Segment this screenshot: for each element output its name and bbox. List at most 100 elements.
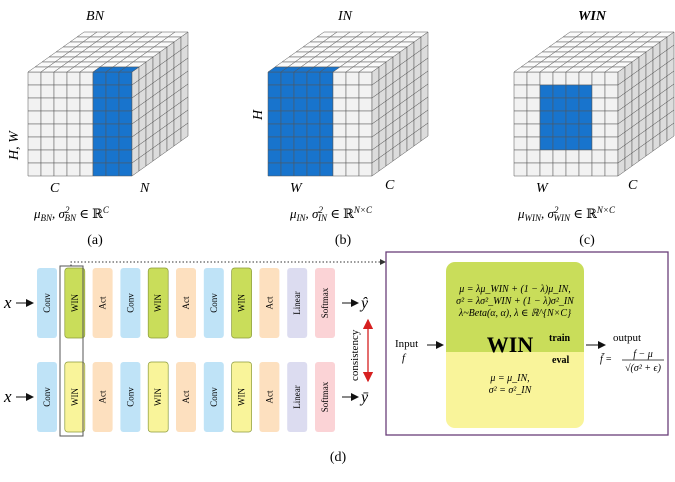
block-win <box>147 267 169 339</box>
cube-cell-front <box>358 123 373 138</box>
cube-cell-front <box>66 84 81 99</box>
cube-cell-front <box>118 97 133 112</box>
block-label: WIN <box>153 294 163 312</box>
panel-d-caption: (d) <box>330 450 347 465</box>
cube-cell-side <box>180 122 189 142</box>
cube-cell-front <box>118 149 133 164</box>
panel-a-caption: (a) <box>87 233 103 248</box>
cube-cell-front <box>40 149 55 164</box>
cube-cell-front <box>105 123 120 138</box>
panel-c-c-label: C <box>628 178 638 193</box>
cube-cell-front <box>539 149 554 164</box>
cube-cell-front <box>92 110 107 125</box>
cube-cell-front <box>345 149 360 164</box>
cube-cell-front <box>345 97 360 112</box>
block-act <box>92 268 113 338</box>
cube-cell-front <box>552 149 567 164</box>
cube-cell-front <box>267 136 282 151</box>
cube-cell-front <box>53 136 68 151</box>
cube-cell-top <box>118 66 140 73</box>
cube-cell-front <box>92 71 107 86</box>
block-conv <box>37 362 57 432</box>
cube-cell-front <box>591 123 606 138</box>
cube-cell-front <box>332 71 347 86</box>
cube-cell-front <box>27 123 42 138</box>
cube-cell-front <box>604 162 619 177</box>
panel-b-left-label: H <box>251 109 266 121</box>
cube-cell-front <box>358 149 373 164</box>
cube-cell-front <box>79 149 94 164</box>
block-conv <box>120 268 141 338</box>
cube-cell-front <box>267 97 282 112</box>
block-label: Act <box>181 390 191 403</box>
cube-cell-front <box>565 110 580 125</box>
block-label: WIN <box>70 388 80 406</box>
cube-cell-front <box>526 123 541 138</box>
block-label: Conv <box>209 387 219 407</box>
cube-cell-front <box>578 162 593 177</box>
cube-cell-front <box>280 84 295 99</box>
block-act <box>259 268 280 338</box>
cube-cell-front <box>27 136 42 151</box>
cube-cell-front <box>293 110 308 125</box>
block-label: WIN <box>237 294 247 312</box>
cube-cell-front <box>513 149 528 164</box>
cube-cell-front <box>539 136 554 151</box>
panel-a-left-label: H, W <box>7 130 22 161</box>
cube-win <box>513 31 675 177</box>
cube-cell-front <box>526 84 541 99</box>
block-label: WIN <box>70 294 80 312</box>
cube-cell-front <box>345 136 360 151</box>
block-win <box>64 361 86 433</box>
panel-c-w-label: W <box>536 181 549 196</box>
cube-cell-front <box>40 71 55 86</box>
block-label: Softmax <box>320 381 330 412</box>
cube-cell-front <box>92 149 107 164</box>
win-train-line3: λ~Beta(α, α), λ ∈ ℝ^{N×C} <box>458 308 571 319</box>
cube-cell-front <box>539 162 554 177</box>
win-eval-line1: μ = μ_IN, <box>489 373 529 384</box>
win-train-area <box>446 262 584 355</box>
cube-cell-front <box>604 97 619 112</box>
cube-cell-front <box>513 110 528 125</box>
cube-cell-front <box>552 84 567 99</box>
cube-cell-front <box>526 71 541 86</box>
panel-a-n-label: N <box>139 181 150 196</box>
cube-cell-front <box>40 84 55 99</box>
cube-cell-front <box>591 110 606 125</box>
cube-cell-front <box>293 71 308 86</box>
cube-cell-front <box>79 110 94 125</box>
cube-cell-front <box>578 97 593 112</box>
cube-cell-front <box>280 110 295 125</box>
block-win <box>231 361 252 433</box>
cube-cell-front <box>92 136 107 151</box>
bottom-output-y: ȳ <box>359 389 369 406</box>
cube-cell-front <box>319 71 334 86</box>
cube-cell-front <box>105 84 120 99</box>
cube-cell-front <box>332 136 347 151</box>
block-label: WIN <box>237 388 247 406</box>
cube-bn <box>27 31 189 177</box>
cube-cell-front <box>27 97 42 112</box>
block-win <box>231 267 252 339</box>
cube-cell-front <box>105 162 120 177</box>
block-conv <box>37 268 57 338</box>
cube-cell-front <box>578 110 593 125</box>
win-output-label: output <box>613 332 641 344</box>
cube-cell-front <box>526 97 541 112</box>
block-label: Linear <box>292 385 302 408</box>
cube-cell-front <box>319 84 334 99</box>
cube-cell-front <box>66 149 81 164</box>
cube-cell-front <box>118 123 133 138</box>
cube-cell-front <box>565 84 580 99</box>
block-softmax <box>315 362 335 432</box>
cube-cell-front <box>27 149 42 164</box>
cube-cell-front <box>513 136 528 151</box>
cube-cell-front <box>53 71 68 86</box>
cube-cell-front <box>105 97 120 112</box>
block-act <box>176 362 196 432</box>
cube-cell-front <box>358 136 373 151</box>
win-input-symbol: f <box>402 352 407 364</box>
